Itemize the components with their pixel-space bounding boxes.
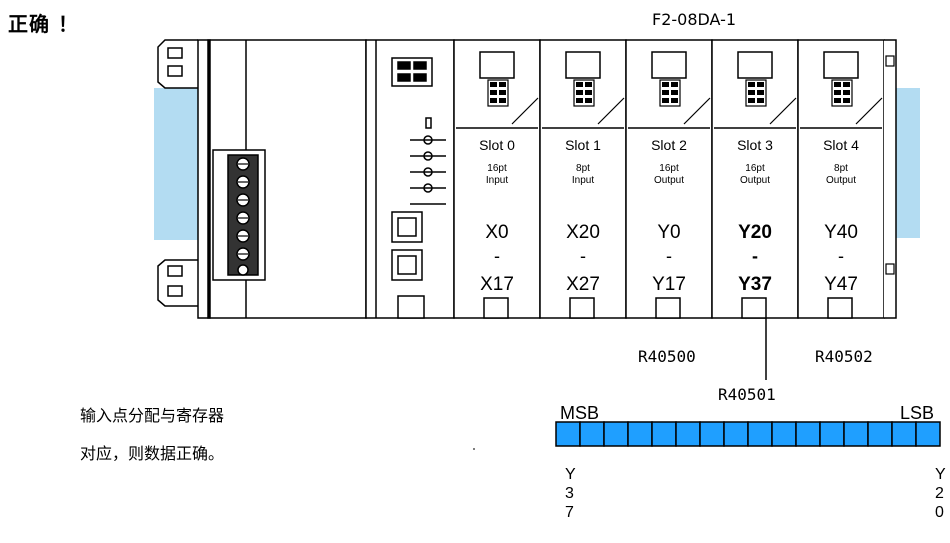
bit-cell-6 [699, 421, 725, 447]
bit-cell-7 [723, 421, 749, 447]
slot-end-0: X17 [480, 274, 514, 295]
slot-end-2: Y17 [652, 274, 686, 295]
bit-register [555, 421, 941, 447]
slot-points-4: 8pt [834, 163, 848, 174]
bit-cell-1 [579, 421, 605, 447]
slot-end-4: Y47 [824, 274, 858, 295]
slot-type-4: Output [826, 175, 856, 186]
slot-start-2: Y0 [657, 222, 680, 243]
msb-point-char-2: 7 [565, 504, 574, 521]
msb-point-char-0: Y [565, 466, 576, 483]
bit-cell-10 [795, 421, 821, 447]
rack-end-cap [884, 39, 897, 319]
description-line-2: 对应，则数据正确。 [80, 444, 225, 463]
slot-points-0: 16pt [487, 163, 507, 174]
slot-start-0: X0 [485, 222, 508, 243]
bit-cell-11 [819, 421, 845, 447]
register-r40500: R40500 [638, 347, 696, 366]
register-r40501: R40501 [718, 385, 776, 404]
slot-type-3: Output [740, 175, 770, 186]
msb-point-char-1: 3 [565, 485, 574, 502]
slot-start-1: X20 [566, 222, 600, 243]
slot-name-2: Slot 2 [651, 137, 687, 153]
module-label: F2-08DA-1 [652, 10, 737, 29]
slot-points-1: 8pt [576, 163, 590, 174]
slot-points-3: 16pt [745, 163, 765, 174]
slot-start-4: Y40 [824, 222, 858, 243]
bit-cell-8 [747, 421, 773, 447]
lsb-point-char-0: Y [935, 466, 946, 483]
lsb-point-char-2: 0 [935, 504, 944, 521]
bit-cell-13 [867, 421, 893, 447]
bit-cell-9 [771, 421, 797, 447]
slot-dash-2: - [666, 246, 672, 266]
terminal-block [212, 149, 266, 281]
slot-dash-0: - [494, 246, 500, 266]
slot-name-3: Slot 3 [737, 137, 773, 153]
register-r40502: R40502 [815, 347, 873, 366]
slot-name-4: Slot 4 [823, 137, 859, 153]
cpu-unit [365, 39, 455, 319]
slot-dash-1: - [580, 246, 586, 266]
bit-cell-15 [915, 421, 941, 447]
bit-cell-12 [843, 421, 869, 447]
bit-cell-14 [891, 421, 917, 447]
msb-label: MSB [560, 403, 600, 423]
description-line-1: 输入点分配与寄存器 [80, 406, 225, 425]
slot-points-2: 16pt [659, 163, 679, 174]
slot-end-3: Y37 [738, 274, 772, 295]
bit-cell-3 [627, 421, 653, 447]
correct-heading: 正确 ！ [8, 12, 79, 36]
slot-name-1: Slot 1 [565, 137, 601, 153]
slot-type-0: Input [486, 175, 508, 186]
bit-cell-0 [555, 421, 581, 447]
stray-dot [473, 448, 475, 450]
msb-point-label: Y 3 7 [565, 465, 576, 522]
lsb-point-label: Y 2 0 [935, 465, 946, 522]
bit-cell-2 [603, 421, 629, 447]
slot-end-1: X27 [566, 274, 600, 295]
left-rail [154, 88, 204, 240]
slot-dash-3: - [752, 246, 758, 266]
slot-name-0: Slot 0 [479, 137, 515, 153]
lsb-label: LSB [900, 403, 935, 423]
lsb-point-char-1: 2 [935, 485, 944, 502]
slot-dash-4: - [838, 246, 844, 266]
slot-type-2: Output [654, 175, 684, 186]
bit-cell-5 [675, 421, 701, 447]
slot-type-1: Input [572, 175, 594, 186]
slot-start-3: Y20 [738, 222, 772, 243]
bit-cell-4 [651, 421, 677, 447]
